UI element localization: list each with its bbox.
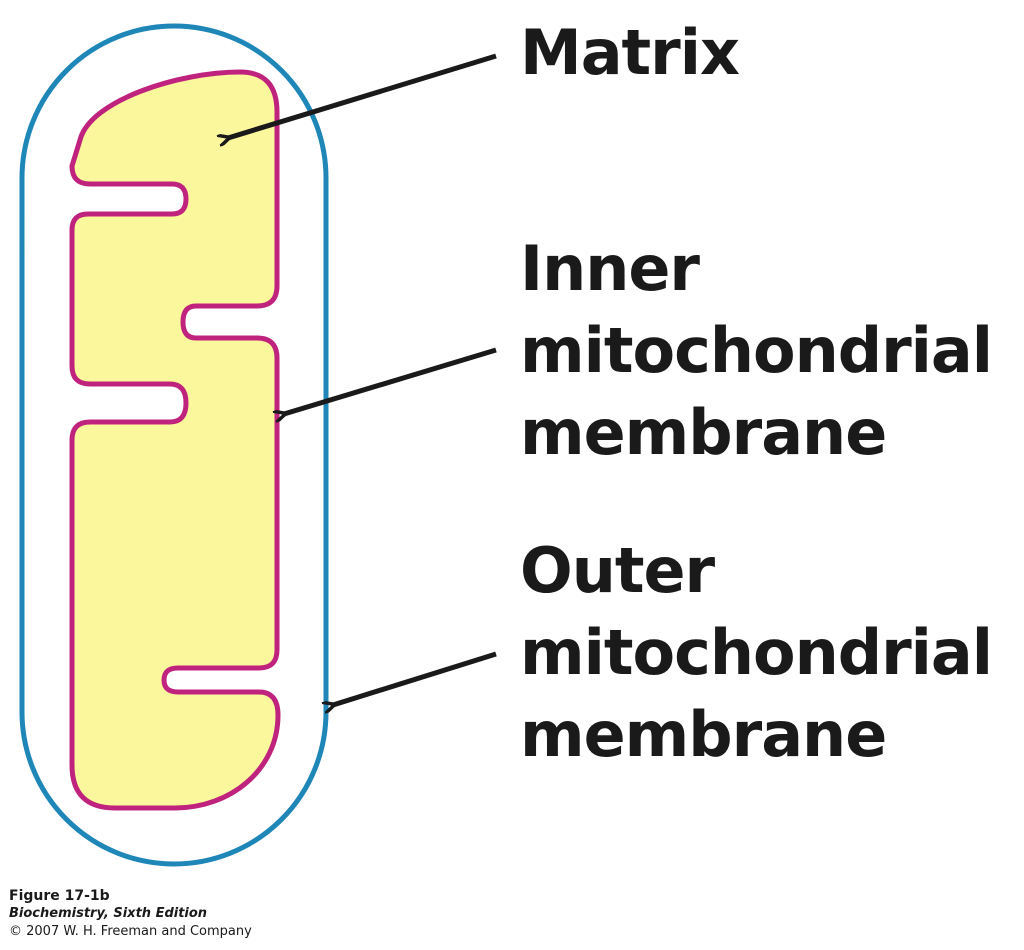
outer-membrane-label-line: mitochondrial (520, 616, 993, 689)
matrix-label-line: Matrix (520, 16, 740, 89)
copyright-notice: © 2007 W. H. Freeman and Company (9, 924, 252, 939)
inner-membrane-label-line: Inner (520, 232, 700, 305)
inner-membrane-arrow (284, 347, 497, 414)
book-title: Biochemistry, Sixth Edition (9, 906, 208, 921)
inner-membrane-label-line: membrane (520, 396, 887, 469)
outer-membrane-label-line: membrane (520, 698, 887, 771)
matrix-label: Matrix (520, 12, 740, 94)
outer-membrane-label: Outer mitochondrial membrane (520, 530, 993, 776)
figure-caption: Figure 17-1b Biochemistry, Sixth Edition… (9, 887, 252, 941)
figure-number: Figure 17-1b (9, 888, 110, 904)
inner-membrane-label-line: mitochondrial (520, 314, 993, 387)
outer-membrane-label-line: Outer (520, 534, 715, 607)
matrix-arrow (228, 53, 497, 138)
inner-membrane-label: Inner mitochondrial membrane (520, 228, 993, 474)
outer-membrane-arrow (333, 651, 497, 705)
inner-membrane-shape (69, 69, 281, 811)
